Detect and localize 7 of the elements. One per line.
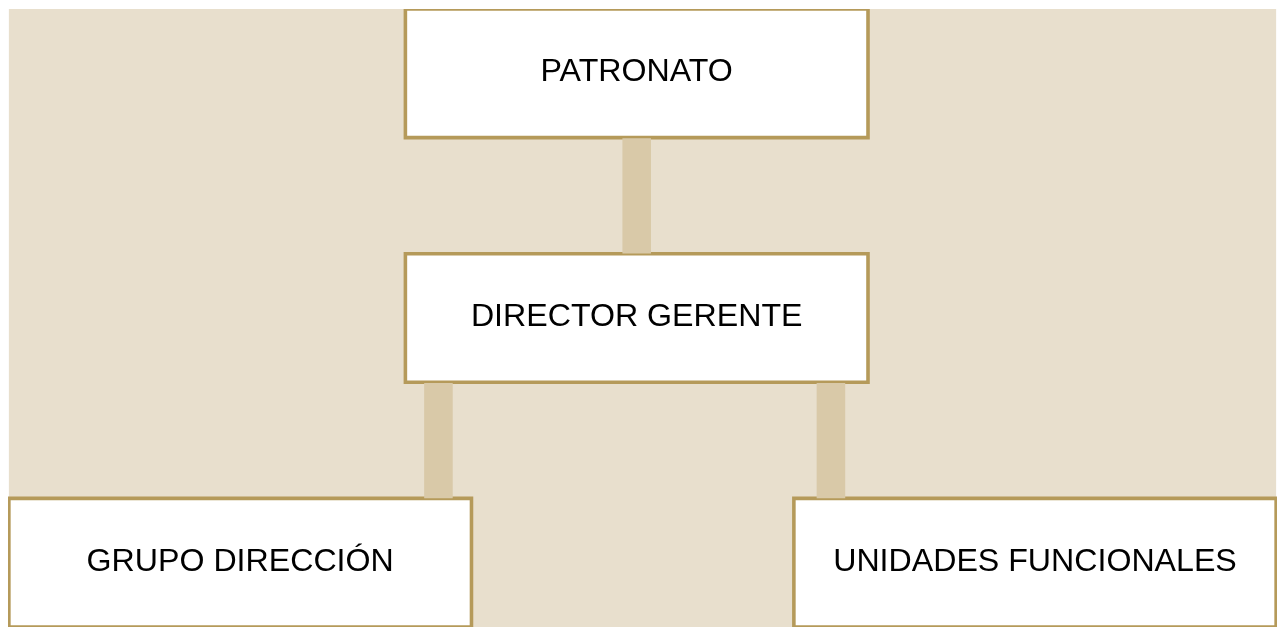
connector	[816, 382, 846, 498]
connector	[424, 382, 453, 498]
connector	[622, 137, 651, 254]
node-box: GRUPO DIRECCIÓN	[8, 496, 474, 627]
node-box: PATRONATO	[403, 8, 870, 139]
node-box: DIRECTOR GERENTE	[403, 251, 870, 384]
node-box: UNIDADES FUNCIONALES	[792, 496, 1277, 627]
